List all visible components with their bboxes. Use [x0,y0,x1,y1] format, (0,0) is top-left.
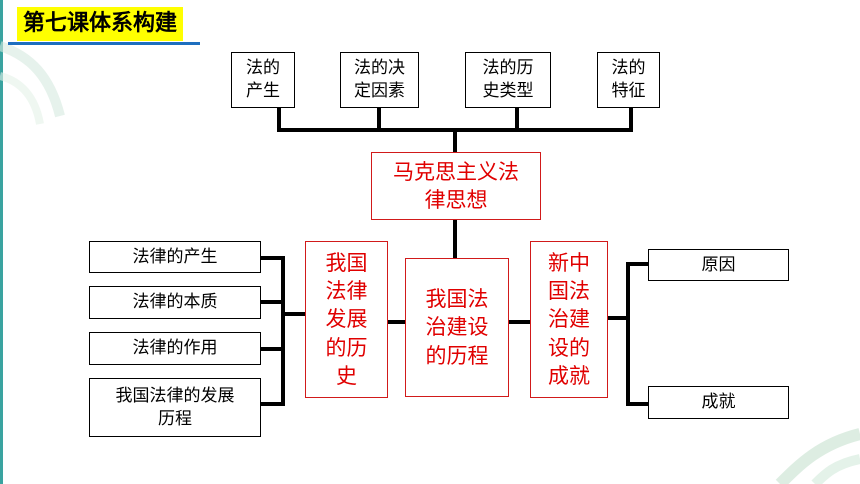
leaf-decoration-icon [0,41,65,125]
node-rule-of-law-course: 我国法 治建设 的历程 [405,258,509,397]
node-law-historical-types: 法的历 史类型 [465,52,551,108]
page-title: 第七课体系构建 [17,7,184,41]
node-law-emergence: 法律的产生 [89,241,261,273]
node-new-china-achievements: 新中 国法 治建 设的 成就 [530,241,608,398]
leaf-decoration-icon [775,428,860,484]
node-law-features: 法的 特征 [597,52,660,108]
node-reason: 原因 [648,249,789,281]
node-achievement: 成就 [648,386,789,419]
left-accent-bar [0,0,3,484]
node-law-determinants: 法的决 定因素 [340,52,419,108]
node-china-law-development: 我国法律的发展 历程 [89,378,261,437]
node-law-function: 法律的作用 [89,332,261,365]
node-law-essence: 法律的本质 [89,286,261,319]
node-china-law-history: 我国 法律 发展 的历 史 [305,241,388,398]
node-marxist-legal-thought: 马克思主义法 律思想 [371,152,541,220]
node-law-origin: 法的 产生 [231,52,295,108]
title-underline [8,42,200,45]
